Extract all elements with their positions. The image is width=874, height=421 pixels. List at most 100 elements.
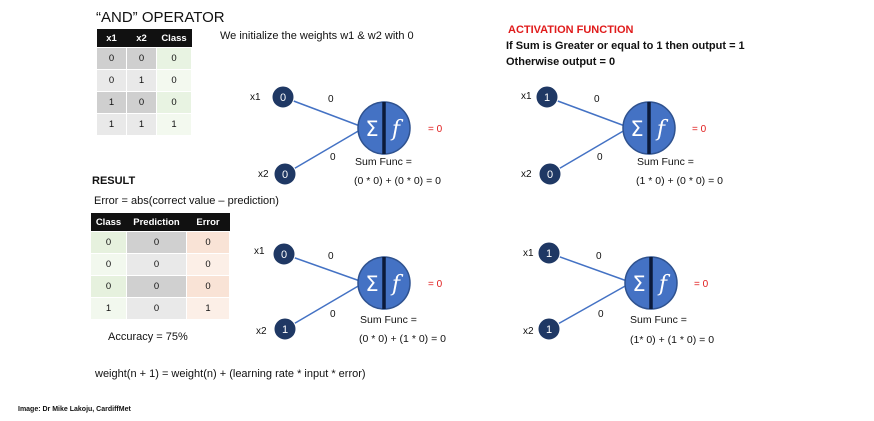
- table-cell: 0: [126, 253, 187, 276]
- table-cell: 1: [156, 113, 192, 136]
- weight-w2: 0: [330, 152, 336, 163]
- weight-w1: 0: [596, 251, 602, 262]
- table-row: 0 0 0: [90, 275, 230, 298]
- table-cell: 0: [90, 231, 127, 254]
- and-header-x2: x2: [126, 29, 157, 48]
- sum-func-expression: (0 * 0) + (1 * 0) = 0: [359, 333, 446, 345]
- input-node-x1-value: 1: [546, 248, 552, 260]
- input-node-x1-value: 0: [281, 249, 287, 261]
- table-cell: 0: [90, 275, 127, 298]
- input-label-x1: x1: [521, 91, 532, 102]
- input-node-x2: [538, 162, 562, 186]
- edge-x1: [546, 96, 626, 127]
- input-node-x1: [535, 85, 559, 109]
- edge-x2: [549, 129, 626, 175]
- output-value: = 0: [692, 124, 707, 135]
- input-label-x1: x1: [250, 92, 261, 103]
- input-label-x2: x2: [258, 169, 269, 180]
- edge-x2: [284, 284, 361, 330]
- input-node-x1: [272, 242, 296, 266]
- input-label-x2: x2: [256, 326, 267, 337]
- input-node-x1-value: 1: [544, 92, 550, 104]
- table-row: 1 0 1: [90, 297, 230, 320]
- table-cell: 1: [90, 297, 127, 320]
- weight-w1: 0: [328, 251, 334, 262]
- sum-func-expression: (0 * 0) + (0 * 0) = 0: [354, 175, 441, 187]
- weight-w1: 0: [594, 94, 600, 105]
- table-cell: 1: [126, 113, 157, 136]
- sum-func-label: Sum Func =: [637, 156, 694, 168]
- input-label-x2: x2: [521, 169, 532, 180]
- sum-func-expression: (1* 0) + (1 * 0) = 0: [630, 334, 714, 346]
- result-header-prediction: Prediction: [126, 213, 187, 232]
- table-cell: 0: [186, 275, 230, 298]
- input-node-x1: [271, 85, 295, 109]
- activation-rule-1: If Sum is Greater or equal to 1 then out…: [506, 40, 745, 52]
- input-node-x2: [537, 317, 561, 341]
- input-node-x2-value: 0: [547, 169, 553, 181]
- and-header-class: Class: [156, 29, 192, 48]
- table-row: 1 1 1: [96, 113, 192, 136]
- sigma-icon: Σ: [365, 272, 378, 296]
- input-node-x2: [273, 162, 297, 186]
- activation-rule-2: Otherwise output = 0: [506, 56, 616, 68]
- table-row: 0 1 0: [96, 69, 192, 92]
- input-label-x2: x2: [523, 326, 534, 337]
- sum-func-expression: (1 * 0) + (0 * 0) = 0: [636, 175, 723, 187]
- output-value: = 0: [428, 279, 443, 290]
- input-node-x1-value: 0: [280, 92, 286, 104]
- and-truth-table: x1 x2 Class 0 0 0 0 1 0 1 0 0 1 1 1: [96, 29, 192, 136]
- accuracy-text: Accuracy = 75%: [108, 331, 188, 343]
- table-cell: 0: [126, 297, 187, 320]
- result-title: RESULT: [92, 175, 136, 187]
- and-operator-title: “AND” OPERATOR: [96, 9, 225, 26]
- table-cell: 0: [96, 69, 127, 92]
- edge-x1: [283, 253, 361, 282]
- input-node-x2-value: 0: [282, 169, 288, 181]
- weight-w1: 0: [328, 94, 334, 105]
- weight-w2: 0: [330, 309, 336, 320]
- output-value: = 0: [428, 124, 443, 135]
- image-credit: Image: Dr Mike Lakoju, CardiffMet: [18, 406, 131, 413]
- sum-func-label: Sum Func =: [630, 314, 687, 326]
- table-row: 0 0 0: [90, 231, 230, 254]
- sigma-icon: Σ: [632, 272, 645, 296]
- input-node-x2: [273, 317, 297, 341]
- input-node-x1: [537, 241, 561, 265]
- sigma-icon: Σ: [630, 117, 643, 141]
- table-cell: 0: [156, 69, 192, 92]
- sigma-icon: Σ: [365, 117, 378, 141]
- table-cell: 0: [126, 231, 187, 254]
- error-formula: Error = abs(correct value – prediction): [94, 195, 279, 207]
- sum-func-label: Sum Func =: [360, 314, 417, 326]
- edge-x2: [548, 284, 628, 330]
- weight-w2: 0: [597, 152, 603, 163]
- table-cell: 0: [90, 253, 127, 276]
- result-header-class: Class: [90, 213, 127, 232]
- init-weights-note: We initialize the weights w1 & w2 with 0: [220, 30, 414, 42]
- table-cell: 1: [186, 297, 230, 320]
- and-header-x1: x1: [96, 29, 127, 48]
- table-cell: 1: [96, 91, 127, 114]
- table-cell: 0: [126, 275, 187, 298]
- edge-x1: [548, 252, 628, 282]
- input-label-x1: x1: [254, 246, 265, 257]
- table-cell: 0: [186, 253, 230, 276]
- activation-title: ACTIVATION FUNCTION: [508, 24, 634, 36]
- weight-w2: 0: [598, 309, 604, 320]
- sum-func-label: Sum Func =: [355, 156, 412, 168]
- table-cell: 0: [156, 91, 192, 114]
- input-node-x2-value: 1: [282, 324, 288, 336]
- table-row: 1 0 0: [96, 91, 192, 114]
- result-header-error: Error: [186, 213, 230, 232]
- input-node-x2-value: 1: [546, 324, 552, 336]
- result-table: Class Prediction Error 0 0 0 0 0 0 0 0 0…: [90, 213, 230, 320]
- table-row: 0 0 0: [90, 253, 230, 276]
- table-cell: 1: [96, 113, 127, 136]
- edge-x1: [282, 96, 361, 127]
- table-cell: 0: [126, 47, 157, 70]
- input-label-x1: x1: [523, 248, 534, 259]
- edge-x2: [284, 129, 361, 175]
- output-value: = 0: [694, 279, 709, 290]
